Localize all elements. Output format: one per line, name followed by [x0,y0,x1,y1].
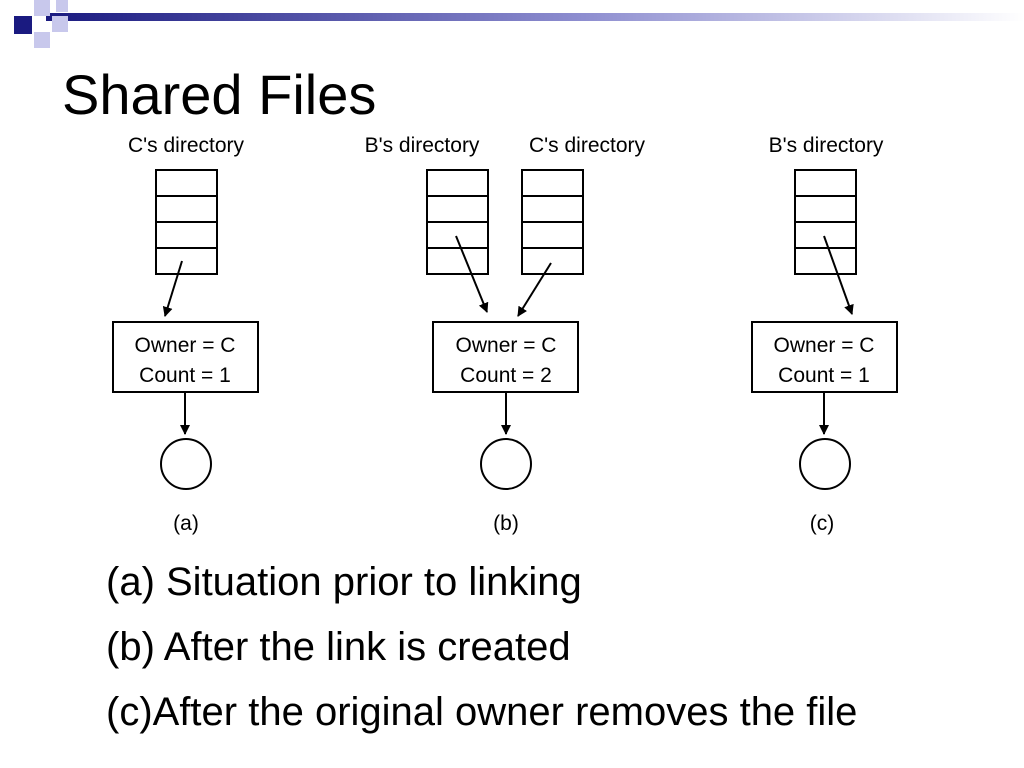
caption-c: (c)After the original owner removes the … [106,690,858,734]
file-node [799,438,851,490]
inode-owner: Owner = C [135,334,236,357]
panel-b: B's directory C's directory Owner = C Co… [365,134,646,535]
directory-table [521,169,584,275]
inode-owner: Owner = C [456,334,557,357]
panel-c: B's directory Owner = C Count = 1 (c) [751,134,898,535]
inode-count: Count = 1 [778,364,870,387]
inode-owner: Owner = C [774,334,875,357]
link-arrow [517,262,552,317]
panel-label: (a) [173,512,199,535]
caption-b: (b) After the link is created [106,625,571,669]
link-arrow [823,235,854,315]
directory-table [155,169,218,275]
slide-title: Shared Files [62,63,377,126]
file-node [160,438,212,490]
link-arrow [455,235,489,313]
caption-a: (a) Situation prior to linking [106,560,582,604]
inode-count: Count = 1 [139,364,231,387]
link-arrow [162,260,183,317]
panel-label: (c) [810,512,835,535]
file-node [480,438,532,490]
directory-label: B's directory [365,134,480,157]
header-decoration [14,0,1024,48]
directory-table [794,169,857,275]
directory-label: C's directory [128,134,245,157]
directory-label: B's directory [769,134,884,157]
directory-table [426,169,489,275]
directory-label: C's directory [529,134,646,157]
panel-label: (b) [493,512,519,535]
inode-count: Count = 2 [460,364,552,387]
panel-a: C's directory Owner = C Count = 1 (a) [112,134,259,535]
